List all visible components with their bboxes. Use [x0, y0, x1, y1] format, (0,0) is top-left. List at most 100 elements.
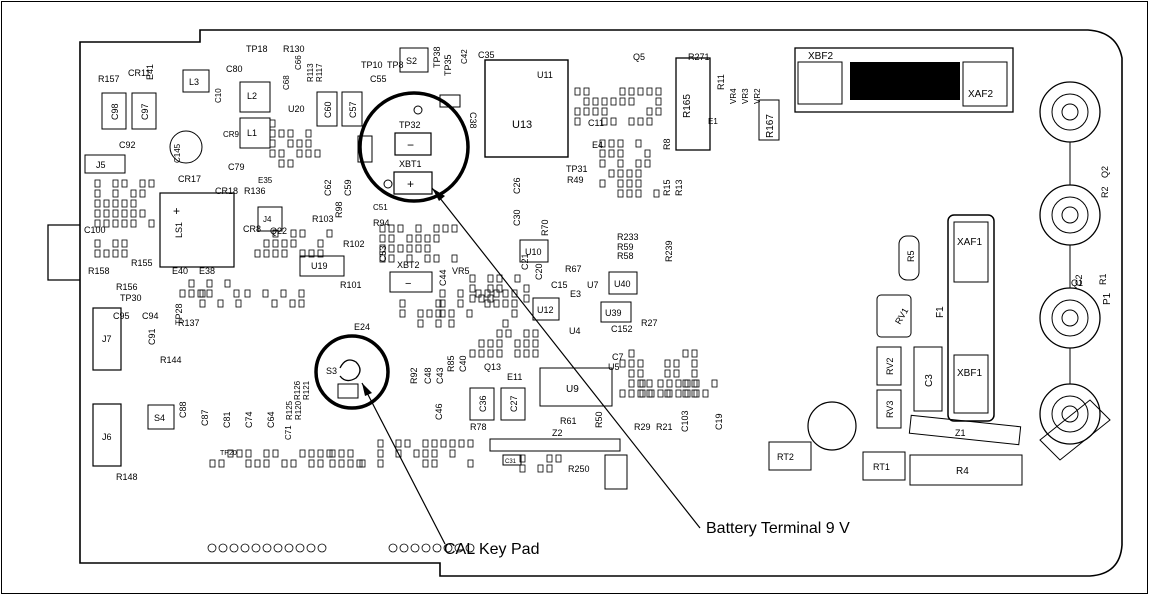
smd-pad	[224, 279, 231, 288]
label-c94: C94	[142, 311, 159, 321]
label-vr2: VR2	[753, 88, 762, 104]
label-c44: C44	[438, 269, 448, 286]
smd-pad	[426, 309, 433, 318]
label-c48: C48	[423, 367, 433, 384]
label-u13: U13	[512, 119, 532, 131]
label-tp18: TP18	[246, 44, 268, 54]
smd-pad	[664, 369, 671, 378]
label-r233: R233	[617, 232, 639, 242]
smd-pad	[148, 179, 155, 188]
smd-pad	[130, 209, 137, 218]
smd-pad	[406, 244, 413, 253]
smd-pad	[227, 449, 234, 458]
smd-pad	[121, 239, 128, 248]
smd-pad	[308, 459, 315, 468]
label-r137: R137	[178, 318, 200, 328]
smd-pad	[404, 439, 411, 448]
test-point-pad	[399, 543, 409, 553]
label-cr9: CR9	[223, 130, 240, 139]
pcb-shape	[850, 62, 960, 100]
smd-pad	[254, 459, 261, 468]
smd-pad	[206, 289, 213, 298]
smd-pad	[523, 284, 530, 293]
smd-pad	[666, 389, 673, 398]
pcb-shape	[797, 61, 843, 105]
smd-pad	[619, 359, 626, 368]
smd-pad	[617, 169, 624, 178]
smd-pad	[493, 289, 500, 298]
label-c60: C60	[323, 101, 333, 118]
smd-pad	[639, 389, 646, 398]
pcb-shape	[807, 401, 857, 451]
label-u11: U11	[537, 70, 553, 80]
label-r158: R158	[88, 266, 110, 276]
smd-pad	[439, 299, 446, 308]
pcb-shape	[502, 454, 522, 466]
pcb-shape	[383, 179, 393, 189]
pcb-shape	[399, 47, 429, 73]
smd-pad	[377, 459, 384, 468]
smd-pad	[637, 379, 644, 388]
smd-pad	[290, 459, 297, 468]
label-r157: R157	[98, 74, 120, 84]
test-point-pad	[229, 543, 239, 553]
smd-pad	[682, 349, 689, 358]
label-c15: C15	[551, 280, 568, 290]
smd-pad	[245, 449, 252, 458]
label-u7: U7	[587, 280, 599, 290]
smd-pad	[317, 249, 324, 258]
pcb-shape	[519, 239, 549, 263]
label-r156: R156	[116, 282, 138, 292]
smd-pad	[555, 454, 562, 463]
smd-pad	[619, 389, 626, 398]
label-u12: U12	[537, 305, 554, 315]
smd-pad	[467, 459, 474, 468]
smd-pad	[347, 449, 354, 458]
smd-pad	[406, 234, 413, 243]
smd-pad	[235, 299, 242, 308]
label-e11: E11	[507, 372, 522, 382]
smd-pad	[684, 379, 691, 388]
label-c91: C91	[147, 328, 157, 345]
smd-pad	[514, 339, 521, 348]
label-s2: S2	[406, 56, 417, 66]
pcb-shape	[953, 221, 989, 283]
smd-pad	[657, 389, 664, 398]
test-point-pad	[317, 543, 327, 553]
smd-pad	[702, 389, 709, 398]
smd-pad	[415, 244, 422, 253]
label-c36: C36	[478, 395, 488, 412]
smd-pad	[139, 189, 146, 198]
smd-pad	[546, 464, 553, 473]
label-c51: C51	[373, 203, 388, 212]
label-r70: R70	[540, 219, 550, 236]
smd-pad	[415, 234, 422, 243]
label-r120: R120	[294, 400, 303, 420]
smd-pad	[675, 389, 682, 398]
label-r148: R148	[116, 472, 138, 482]
label-c74: C74	[244, 411, 254, 428]
smd-pad	[439, 289, 446, 298]
pcb-shape	[159, 192, 235, 268]
pcb-shape	[432, 188, 445, 201]
label-c21: C21	[520, 253, 530, 270]
pcb-shape	[1061, 103, 1079, 121]
label-c145: C145	[173, 143, 182, 163]
label-tp32: TP32	[399, 120, 421, 130]
smd-pad	[635, 169, 642, 178]
label-e41: E41	[145, 64, 155, 80]
smd-pad	[502, 299, 509, 308]
smd-pad	[305, 149, 312, 158]
pcb-shape	[1051, 196, 1089, 234]
label-r102: R102	[343, 239, 365, 249]
smd-pad	[263, 459, 270, 468]
smd-pad	[94, 189, 101, 198]
smd-pad	[635, 179, 642, 188]
pcb-shape	[316, 91, 338, 127]
label-c62: C62	[323, 179, 333, 196]
smd-pad	[711, 379, 718, 388]
label-c10: C10	[214, 88, 223, 103]
label-tp8: TP8	[387, 60, 404, 70]
label-c3: C3	[924, 374, 935, 387]
label-xbt2: XBT2	[397, 260, 420, 270]
